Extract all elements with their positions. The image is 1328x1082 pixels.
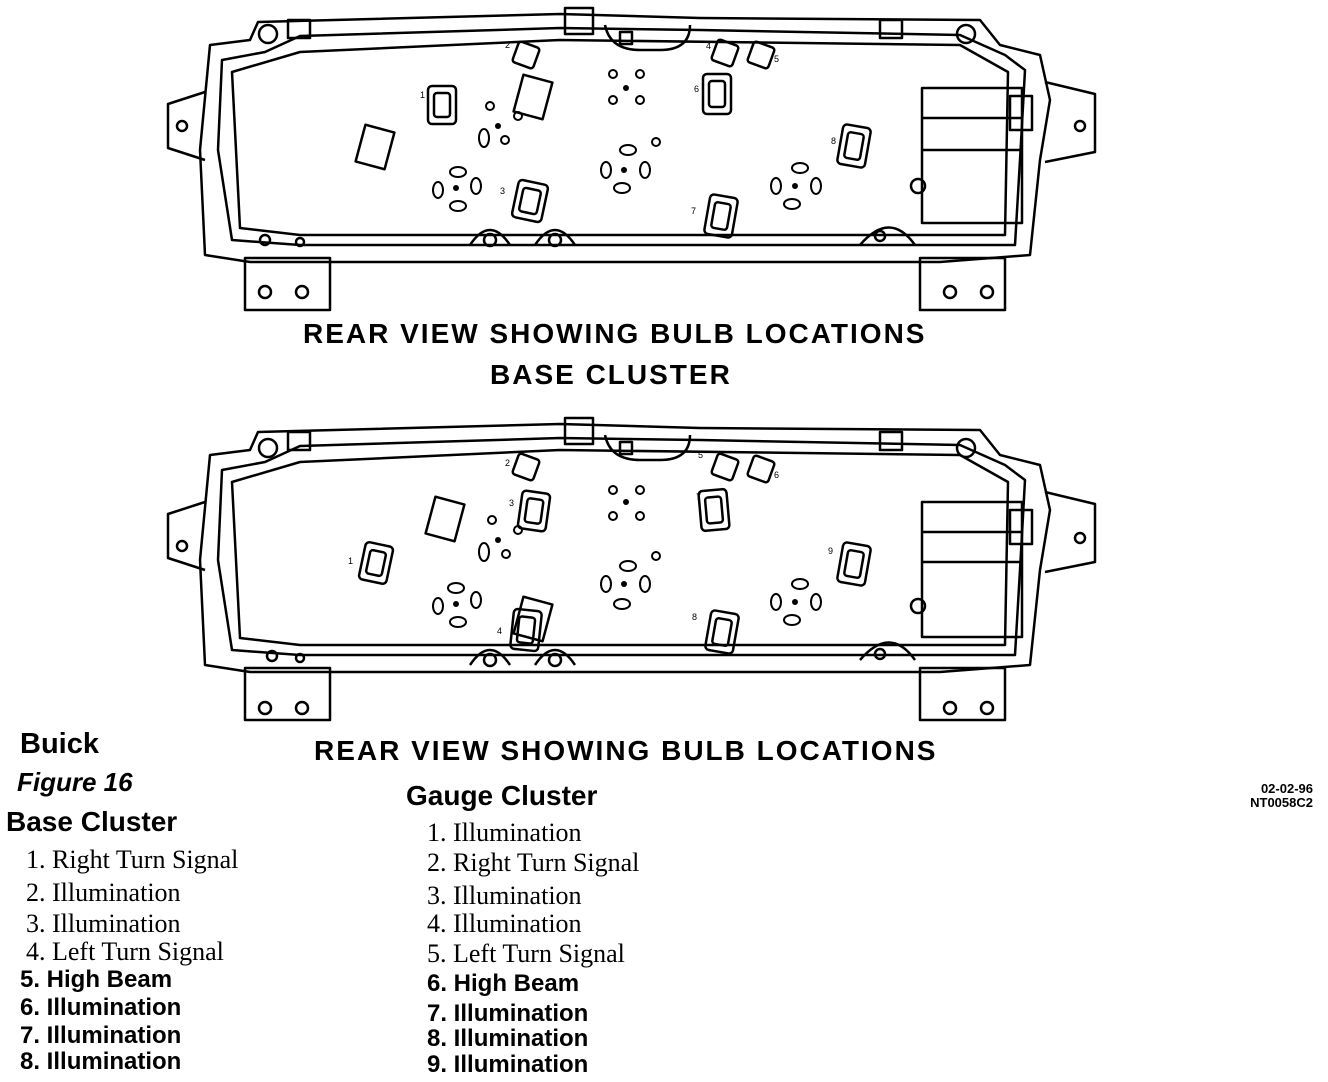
bulb-label: 7	[691, 206, 696, 216]
left-mounting-ear	[166, 90, 206, 162]
bulb-socket-9	[836, 541, 872, 587]
base-cluster-rear-view-diagram: 1 2 3 4 5 6 7 8	[166, 6, 1097, 312]
bulb-label: 5	[698, 450, 703, 460]
bulb-socket-4	[710, 38, 740, 68]
left-bottom-foot	[243, 666, 332, 722]
bulb-socket-3	[516, 489, 552, 533]
list-item: 4. Illumination	[427, 909, 582, 938]
document-id: NT0058C2	[1250, 795, 1313, 810]
bottom-diagram-caption: REAR VIEW SHOWING BULB LOCATIONS	[314, 735, 938, 766]
bulb-socket-8	[836, 123, 872, 169]
document-date: 02-02-96	[1260, 781, 1313, 796]
list-item: 8. Illumination	[427, 1025, 589, 1052]
right-mounting-ear	[1044, 80, 1097, 164]
bulb-label: 8	[692, 612, 697, 622]
bulb-socket-1	[357, 540, 395, 586]
list-item: 6. Illumination	[20, 994, 182, 1021]
bulb-socket-2	[511, 40, 541, 70]
bulb-label: 4	[706, 41, 711, 51]
base-cluster-list: 1. Right Turn Signal 2. Illumination 3. …	[20, 845, 239, 1076]
connector-block	[920, 500, 1024, 639]
list-item: 3. Illumination	[26, 909, 181, 938]
list-item: 2. Illumination	[26, 878, 181, 907]
list-item: 9. Illumination	[427, 1051, 589, 1078]
list-item: 1. Illumination	[427, 818, 582, 847]
bulb-socket-4	[509, 607, 543, 653]
bulb-label: 1	[348, 556, 353, 566]
list-item: 2. Right Turn Signal	[427, 848, 640, 877]
bulb-socket-8	[704, 609, 740, 655]
bulb-socket-2	[511, 452, 541, 482]
cluster-housing-outline	[198, 12, 1052, 264]
make-title: Buick	[20, 728, 99, 760]
document-code: 02-02-96 NT0058C2	[1205, 782, 1313, 810]
bulb-socket-7	[697, 487, 731, 533]
right-bottom-foot	[918, 256, 1007, 312]
top-diagram-caption-line1: REAR VIEW SHOWING BULB LOCATIONS	[303, 318, 927, 349]
list-item: 3. Illumination	[427, 881, 582, 910]
right-mounting-ear	[1044, 490, 1097, 574]
left-mounting-ear	[166, 500, 206, 572]
list-item: 5. Left Turn Signal	[427, 939, 625, 968]
bulb-label: 1	[420, 90, 425, 100]
bulb-label: 3	[509, 498, 514, 508]
list-item: 7. Illumination	[20, 1022, 182, 1049]
top-diagram-caption-line2: BASE CLUSTER	[490, 359, 732, 390]
cluster-housing-outline	[198, 422, 1052, 674]
bulb-socket-6	[701, 72, 733, 116]
bulb-label: 5	[774, 54, 779, 64]
bulb-socket-5	[710, 452, 740, 482]
bulb-label: 6	[694, 84, 699, 94]
gauge-cluster-title: Gauge Cluster	[406, 780, 598, 811]
bulb-socket-6	[746, 454, 776, 484]
list-item: 1. Right Turn Signal	[26, 845, 239, 874]
right-bottom-foot	[918, 666, 1007, 722]
bulb-label: 4	[497, 626, 502, 636]
list-item: 5. High Beam	[20, 966, 173, 993]
figure-number: Figure 16	[17, 767, 133, 797]
bulb-label: 2	[505, 40, 510, 50]
bulb-socket-7	[703, 193, 739, 239]
list-item: 6. High Beam	[427, 970, 580, 997]
bulb-label: 3	[500, 186, 505, 196]
bulb-socket-1	[426, 84, 458, 126]
list-item: 8. Illumination	[20, 1048, 182, 1075]
gauge-cluster-rear-view-diagram: 1 2 3 4 5 6 7 8 9	[166, 416, 1097, 722]
bulb-label: 2	[505, 458, 510, 468]
bulb-socket-3	[510, 178, 550, 224]
bulb-socket-5	[746, 40, 776, 70]
bulb-label: 7	[696, 492, 701, 502]
list-item: 7. Illumination	[427, 1000, 589, 1027]
bulb-label: 6	[774, 470, 779, 480]
list-item: 4. Left Turn Signal	[26, 937, 224, 966]
gauge-cluster-list: 1. Illumination 2. Right Turn Signal 3. …	[427, 819, 639, 1079]
base-cluster-title: Base Cluster	[6, 806, 178, 837]
left-bottom-foot	[243, 256, 332, 312]
connector-block	[920, 86, 1024, 225]
bulb-label: 9	[828, 546, 833, 556]
bulb-label: 8	[831, 136, 836, 146]
